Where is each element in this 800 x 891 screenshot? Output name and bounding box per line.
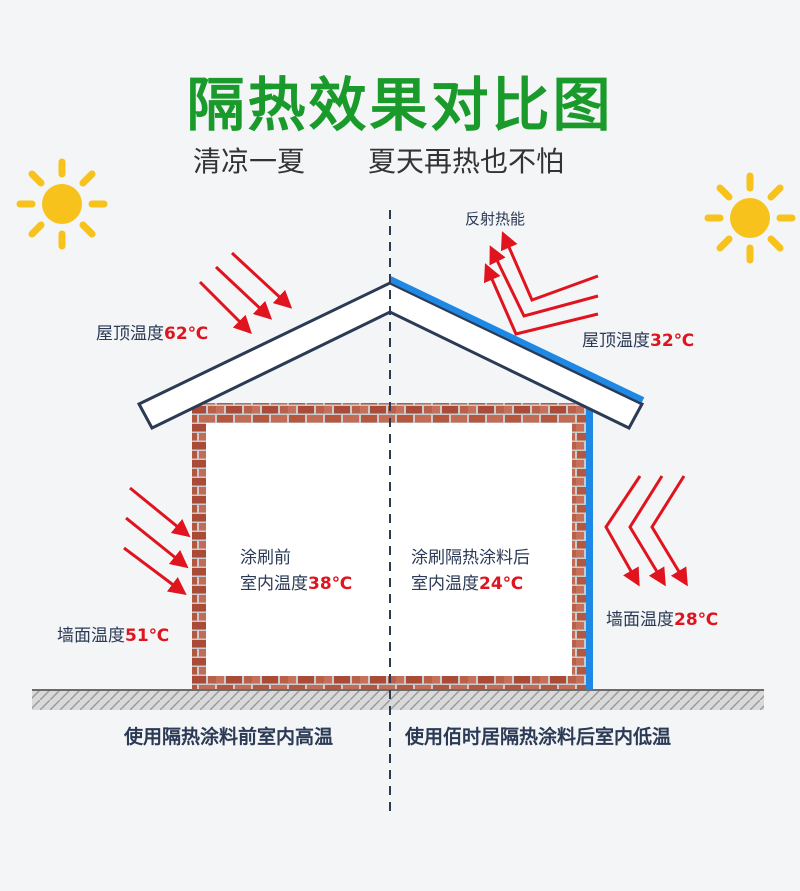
indoor-left-line1: 涂刷前: [240, 548, 291, 568]
page-title: 隔热效果对比图: [186, 71, 614, 139]
wall-temp-right-value: 28℃: [674, 610, 719, 630]
ground-strip: [32, 690, 764, 710]
indoor-left-value: 38℃: [308, 574, 353, 594]
wall-heat-arrows: [123, 486, 191, 596]
roof-temp-left: 屋顶温度62℃: [96, 319, 208, 344]
caption-right: 使用佰时居隔热涂料后室内低温: [405, 726, 672, 748]
wall-temp-right-label: 墙面温度: [606, 610, 674, 630]
caption-left: 使用隔热涂料前室内高温: [124, 726, 334, 748]
indoor-left-label: 室内温度: [240, 574, 308, 594]
roof-temp-left-value: 62℃: [164, 324, 209, 344]
indoor-right-label: 室内温度: [411, 574, 479, 594]
indoor-temp-left: 涂刷前 室内温度38℃: [240, 545, 352, 597]
roof-temp-left-label: 屋顶温度: [96, 324, 164, 344]
roof-heat-arrows: [198, 251, 293, 334]
roof-temp-right-label: 屋顶温度: [582, 331, 650, 351]
roof-temp-right-value: 32℃: [650, 331, 695, 351]
indoor-right-value: 24℃: [479, 574, 524, 594]
sun-icon-right: [704, 172, 796, 264]
wall-temp-right: 墙面温度28℃: [606, 605, 718, 630]
coating-wall: [586, 405, 593, 690]
wall-temp-left-value: 51℃: [125, 626, 170, 646]
roof-coating: [388, 276, 645, 403]
reflect-label: 反射热能: [465, 210, 526, 228]
subtitle-left: 清凉一夏: [193, 145, 306, 178]
wall-temp-left-label: 墙面温度: [57, 626, 125, 646]
wall-reflected-arrows: [604, 475, 688, 587]
indoor-right-line1: 涂刷隔热涂料后: [411, 548, 530, 568]
roof-temp-right: 屋顶温度32℃: [582, 326, 694, 351]
wall-temp-left: 墙面温度51℃: [57, 621, 169, 646]
reflected-heat-arrows: [483, 231, 599, 336]
sun-icon-left: [16, 158, 108, 250]
indoor-temp-right: 涂刷隔热涂料后 室内温度24℃: [411, 545, 530, 597]
subtitle-right: 夏天再热也不怕: [368, 145, 565, 178]
